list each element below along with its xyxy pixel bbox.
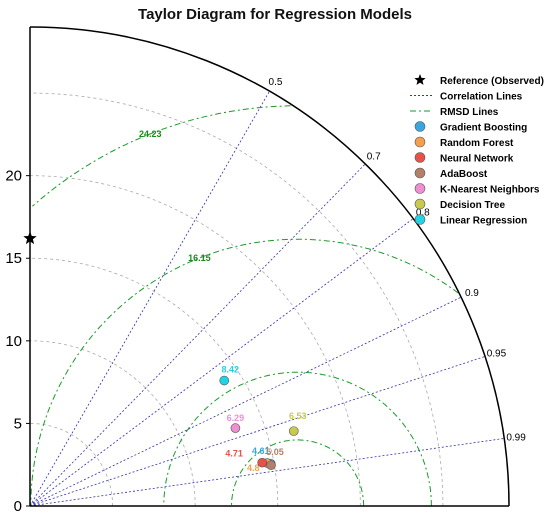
model-point-label: 4.71 bbox=[225, 449, 243, 459]
model-point-linear-regression bbox=[219, 375, 230, 386]
legend-label: Correlation Lines bbox=[440, 92, 523, 103]
model-point-neural-network bbox=[257, 457, 267, 468]
correlation-tick-label: 0.5 bbox=[269, 77, 283, 88]
correlation-line-3 bbox=[29, 218, 414, 507]
correlation-line-5 bbox=[29, 90, 270, 507]
correlation-tick-label: 0.99 bbox=[506, 433, 526, 444]
legend-label: Decision Tree bbox=[440, 200, 505, 211]
legend-label: Gradient Boosting bbox=[440, 123, 527, 134]
model-point-label: 8.42 bbox=[221, 365, 239, 375]
std-arc-4 bbox=[29, 92, 444, 507]
reference-star-marker bbox=[23, 231, 37, 245]
radial-tick-label: 5 bbox=[14, 415, 22, 432]
std-arc-2 bbox=[29, 257, 279, 507]
correlation-tick-label: 0.8 bbox=[416, 207, 430, 218]
model-point-label: 4.61 bbox=[252, 446, 270, 456]
model-point-label: 5.05 bbox=[266, 447, 284, 457]
legend-marker bbox=[414, 167, 426, 179]
std-arc-3 bbox=[29, 175, 361, 507]
radial-tick-label: 15 bbox=[5, 250, 22, 267]
legend-label: Neural Network bbox=[440, 154, 514, 165]
model-point-adaboost bbox=[266, 460, 276, 471]
rmsd-contour-2 bbox=[30, 238, 459, 506]
legend-marker bbox=[414, 136, 426, 148]
correlation-line-1 bbox=[29, 356, 486, 507]
radial-tick-label: 0 bbox=[14, 498, 22, 515]
legend-marker bbox=[414, 214, 426, 225]
model-point-label: 6.53 bbox=[289, 411, 307, 421]
rmsd-contour-3 bbox=[32, 105, 291, 207]
rmsd-contour-label: 24.23 bbox=[139, 129, 162, 139]
legend: Reference (Observed) Correlation LinesRMS… bbox=[410, 74, 544, 227]
rmsd-contour-label: 16.15 bbox=[188, 253, 211, 263]
legend-label: RMSD Lines bbox=[440, 107, 499, 118]
legend-marker bbox=[414, 183, 426, 194]
model-point-decision-tree bbox=[288, 426, 299, 436]
correlation-tick-label: 0.7 bbox=[367, 151, 381, 162]
correlation-tick-label: 0.95 bbox=[487, 349, 507, 360]
legend-label: Reference (Observed) bbox=[440, 76, 544, 87]
radial-tick-label: 10 bbox=[5, 333, 22, 350]
radial-tick-label: 20 bbox=[5, 168, 22, 185]
legend-label: Random Forest bbox=[440, 138, 514, 149]
legend-label: Linear Regression bbox=[440, 216, 527, 227]
legend-marker bbox=[414, 198, 426, 210]
correlation-line-4 bbox=[29, 163, 366, 507]
legend-label: K-Nearest Neighbors bbox=[440, 185, 540, 196]
correlation-line-2 bbox=[29, 296, 462, 507]
legend-label: AdaBoost bbox=[440, 169, 488, 180]
legend-marker bbox=[414, 152, 426, 163]
model-point-k-nearest-neighbors bbox=[230, 423, 241, 433]
legend-star-icon bbox=[414, 74, 426, 85]
model-point-label: 6.29 bbox=[227, 413, 245, 423]
std-arc-1 bbox=[29, 340, 196, 507]
rmsd-contour-1 bbox=[163, 371, 432, 506]
rmsd-contour-0 bbox=[231, 439, 365, 506]
outer-arc bbox=[29, 26, 510, 507]
chart-title: Taylor Diagram for Regression Models bbox=[138, 6, 412, 23]
model-point-label: 4.8 bbox=[247, 463, 260, 473]
correlation-tick-label: 0.9 bbox=[465, 288, 479, 299]
legend-marker bbox=[414, 121, 426, 132]
